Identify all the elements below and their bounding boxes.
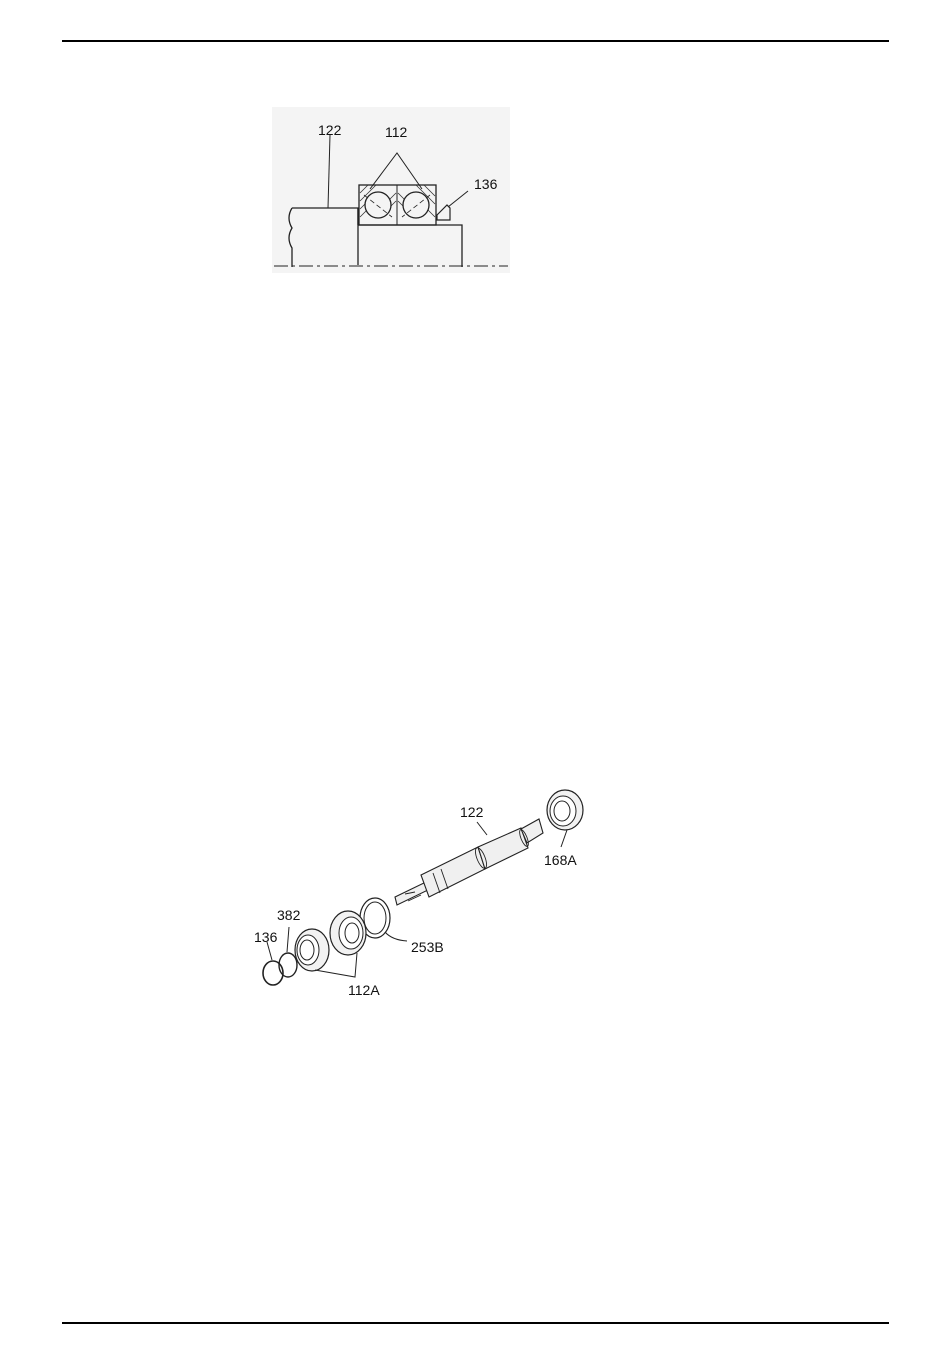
shaft-assembly-figure: 122 168A 253B 112A 382 136 — [245, 775, 590, 1000]
header-rule — [62, 40, 889, 42]
label-112a: 112A — [348, 982, 380, 998]
label-136: 136 — [474, 176, 498, 192]
shaft-assembly-svg: 122 168A 253B 112A 382 136 — [245, 775, 590, 1000]
shaft-drawing — [395, 819, 543, 905]
bearing-168a — [547, 790, 583, 830]
bearing-pair-112a — [295, 911, 366, 971]
label-122: 122 — [318, 122, 342, 138]
leader-136 — [448, 191, 468, 207]
label-253b: 253B — [411, 939, 444, 955]
label-168a: 168A — [544, 852, 577, 868]
shaft-outline — [289, 208, 358, 267]
ball-right — [403, 192, 429, 218]
lockwasher-382 — [279, 953, 297, 977]
bearing-cross-section-figure: 122 112 136 — [272, 107, 510, 273]
bearing-cross-section-svg: 122 112 136 — [272, 107, 510, 273]
label-382: 382 — [277, 907, 301, 923]
leader-122 — [328, 135, 330, 208]
label-112: 112 — [385, 124, 408, 140]
locknut-shape — [437, 205, 450, 220]
label-136: 136 — [254, 929, 278, 945]
locknut-136 — [263, 961, 283, 985]
footer-rule — [62, 1322, 889, 1324]
leader-112 — [370, 153, 422, 189]
ball-left — [365, 192, 391, 218]
label-122: 122 — [460, 804, 484, 820]
